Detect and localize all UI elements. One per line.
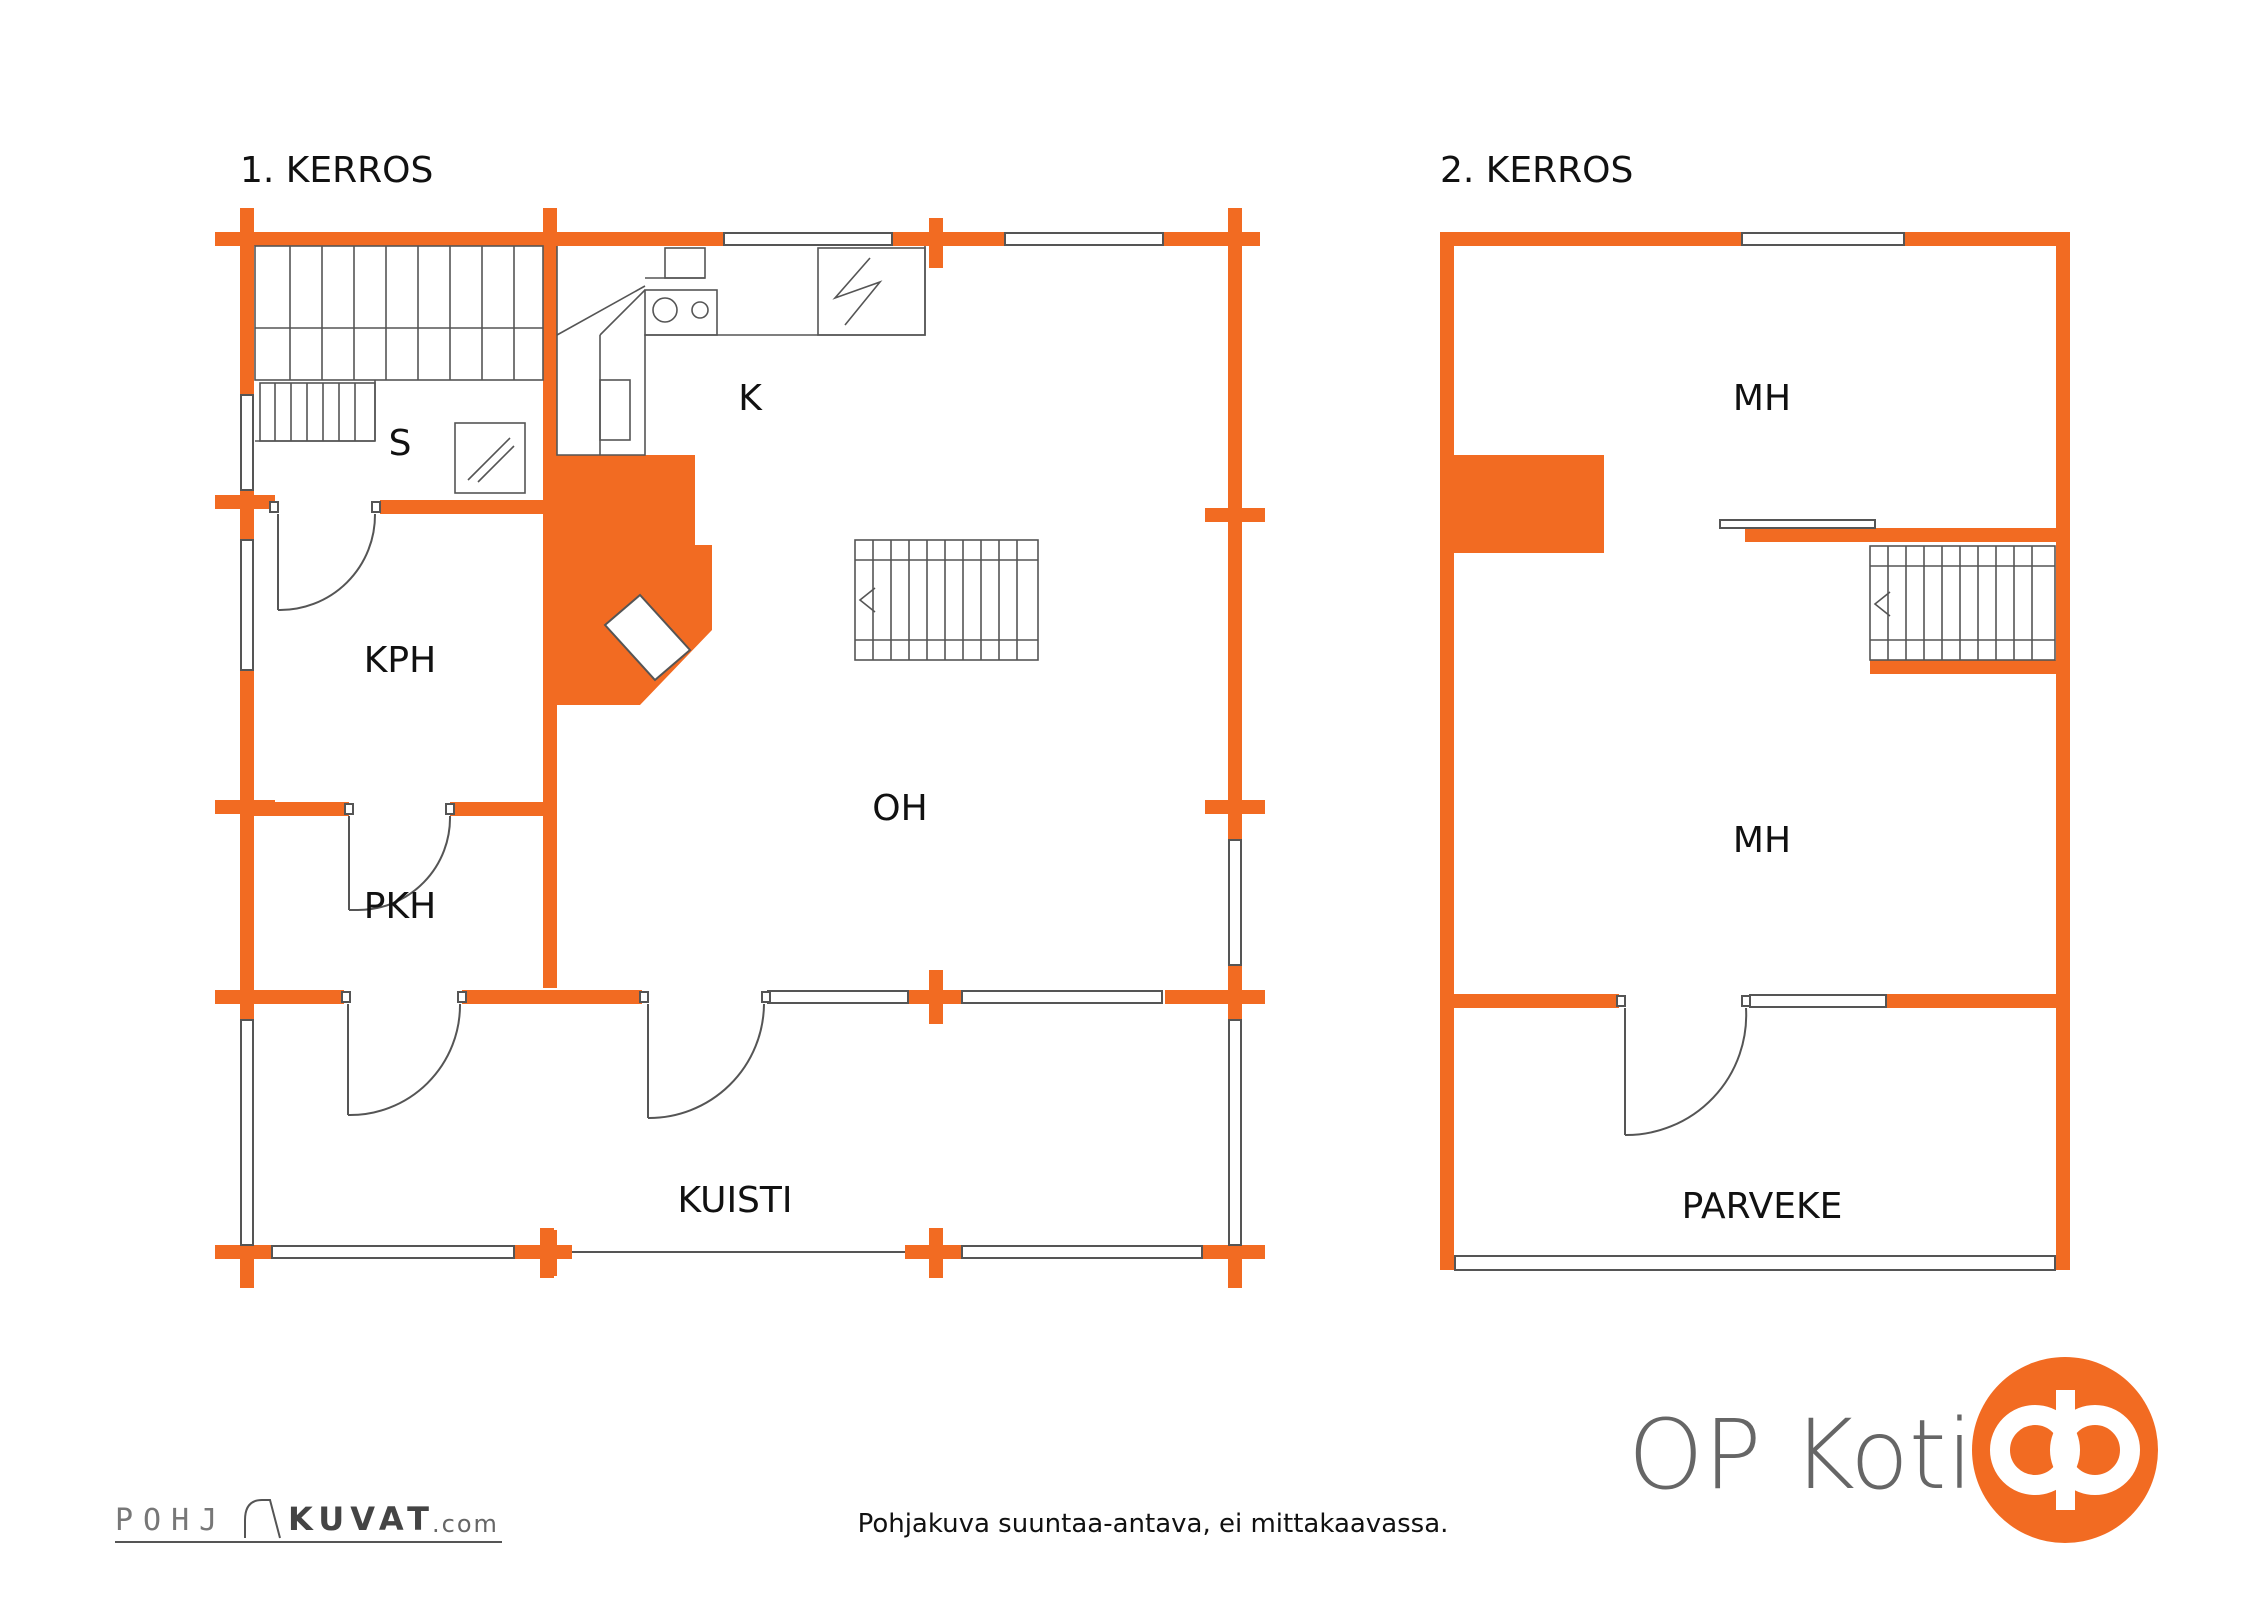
brand-name: OP Koti <box>1628 1399 1973 1511</box>
floor-1-windows <box>240 232 1242 1259</box>
room-label-pkh: PKH <box>364 886 436 927</box>
room-label-s: S <box>389 423 412 464</box>
floor-2-windows <box>1454 232 2056 1271</box>
floor-1-title: 1. KERROS <box>240 150 433 191</box>
credit-mark-icon <box>244 1499 281 1539</box>
floor-2-title: 2. KERROS <box>1440 150 1633 191</box>
room-label-oh: OH <box>872 788 927 829</box>
floor-2-doors <box>1616 995 1751 1137</box>
sauna-stove-icon <box>454 422 526 494</box>
room-label-mh-top: MH <box>1733 378 1791 419</box>
credit-part2: KUVAT <box>288 1500 435 1538</box>
floor-1-walls <box>215 208 1265 1288</box>
floor-2-stairs <box>1869 545 2056 661</box>
floor-1-stairs-top <box>254 245 544 442</box>
disclaimer-text: Pohjakuva suuntaa-antava, ei mittakaavas… <box>858 1509 1449 1539</box>
floor-1-plan: 1. KERROS <box>215 150 1265 1288</box>
pohjakuvat-credit: POHJ KUVAT .com <box>115 1499 502 1543</box>
credit-suffix: .com <box>432 1510 499 1538</box>
room-label-k: K <box>738 378 763 419</box>
room-label-parveke: PARVEKE <box>1682 1186 1843 1227</box>
op-koti-logo: OP Koti <box>1628 1357 2158 1543</box>
floor-2-walls <box>1440 232 2070 1270</box>
floor-1-stairs-living <box>854 539 1039 661</box>
fireplace-opening <box>603 593 692 682</box>
op-logo-icon <box>1972 1357 2158 1543</box>
kitchen-counter <box>556 246 926 456</box>
credit-part1: POHJ <box>115 1503 227 1538</box>
room-label-kph: KPH <box>364 640 436 681</box>
floor-2-plan: 2. KERROS <box>1440 150 2070 1271</box>
room-label-kuisti: KUISTI <box>677 1180 792 1221</box>
floor-1-doors <box>269 501 771 1120</box>
room-label-mh-bottom: MH <box>1733 820 1791 861</box>
